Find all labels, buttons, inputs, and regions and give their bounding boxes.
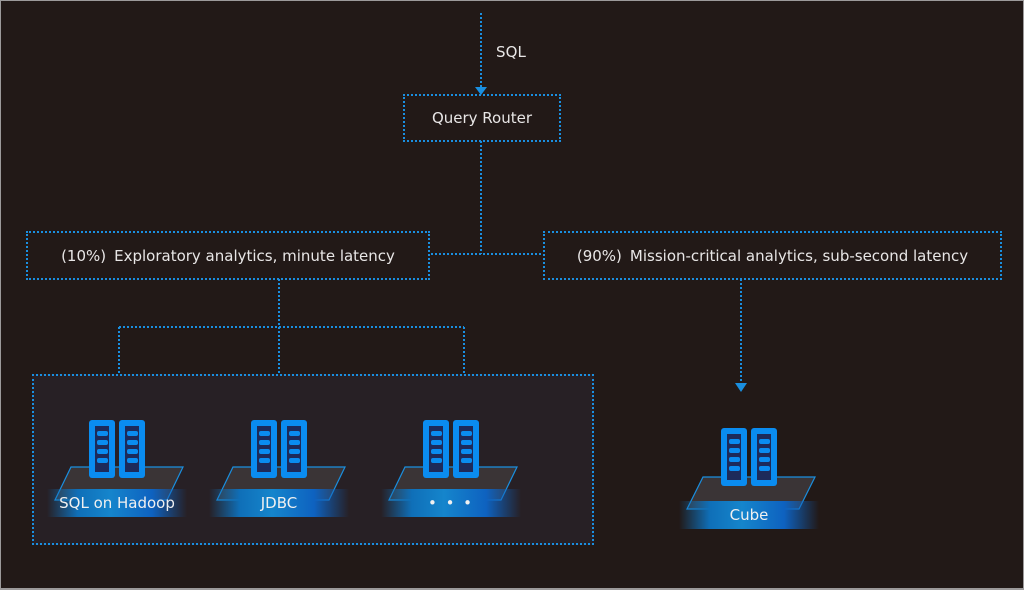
server-icon <box>388 420 518 501</box>
query-router-label: Query Router <box>431 109 533 127</box>
arrow-down-icon <box>735 383 747 392</box>
query-router-node[interactable]: Query Router <box>403 94 561 142</box>
branch-share: (10%) <box>61 246 107 265</box>
arrow-down-icon <box>475 87 487 95</box>
node-label-banner: Cube <box>679 501 819 529</box>
node-label-banner: • • • <box>381 489 521 517</box>
branch-label: Exploratory analytics, minute latency <box>114 246 395 265</box>
branch-label: Mission-critical analytics, sub-second l… <box>629 246 969 265</box>
node-label: SQL on Hadoop <box>59 494 175 512</box>
node-label: Cube <box>729 506 769 524</box>
mission-critical-analytics-node[interactable]: (90%) Mission-critical analytics, sub-se… <box>543 231 1002 280</box>
cube-node[interactable]: Cube <box>679 427 819 577</box>
node-label-banner: SQL on Hadoop <box>47 489 187 517</box>
engine-node-more[interactable]: • • • <box>381 419 521 569</box>
engine-node-jdbc[interactable]: JDBC <box>209 419 349 569</box>
exploratory-analytics-node[interactable]: (10%) Exploratory analytics, minute late… <box>26 231 430 280</box>
engine-node-sql-on-hadoop[interactable]: SQL on Hadoop <box>47 419 187 569</box>
sql-input-label: SQL <box>496 43 526 61</box>
node-label-banner: JDBC <box>209 489 349 517</box>
ellipsis-icon: • • • <box>427 494 475 512</box>
node-label: JDBC <box>260 494 298 512</box>
branch-share: (90%) <box>576 246 622 265</box>
